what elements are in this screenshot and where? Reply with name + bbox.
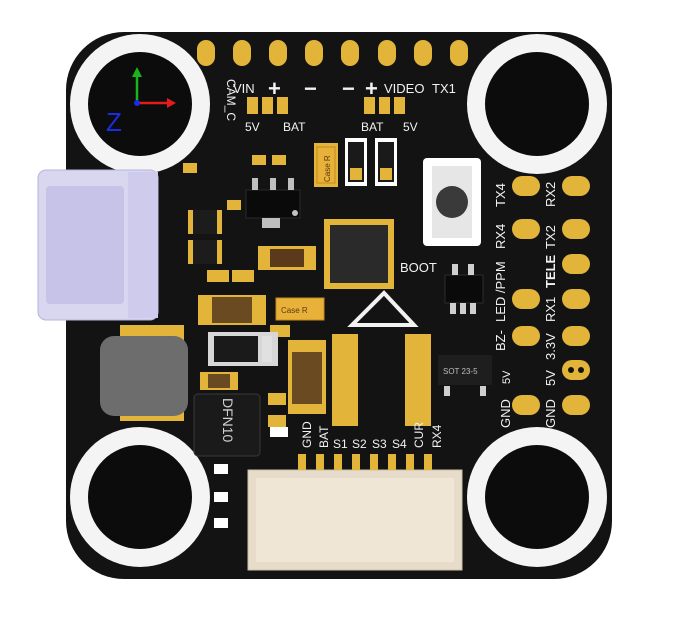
silk-5v-side: 5V xyxy=(543,370,558,386)
silk-s4: S4 xyxy=(392,437,407,451)
bridge-pads xyxy=(247,97,405,114)
silk-tx1: TX1 xyxy=(432,81,456,96)
capacitor-large xyxy=(288,340,326,414)
silk-cam-c: CAM_C xyxy=(224,79,238,121)
dfn10-chip xyxy=(193,393,261,457)
silk-s1: S1 xyxy=(333,437,348,451)
tantalum-capacitor-top xyxy=(314,143,338,187)
tantalum-capacitor-mid xyxy=(275,297,325,321)
silk-bat-left: BAT xyxy=(283,120,306,134)
silk-rx4-top: RX4 xyxy=(493,224,508,249)
silk-boot: BOOT xyxy=(400,260,437,275)
silk-s2: S2 xyxy=(352,437,367,451)
orientation-arrow-icon xyxy=(347,290,419,327)
silk-vin: VIN xyxy=(233,81,255,96)
usb-connector xyxy=(37,169,159,321)
silk-gnd-mid: GND xyxy=(498,399,513,428)
power-resistor xyxy=(198,295,266,325)
silk-cur: CUR xyxy=(412,422,426,448)
silk-bat-bottom: BAT xyxy=(317,425,331,448)
silk-s3: S3 xyxy=(372,437,387,451)
silk-plus-left: + xyxy=(268,76,281,101)
silk-gnd-side: GND xyxy=(543,399,558,428)
silk-minus-right: − xyxy=(342,76,355,101)
silk-sot: SOT 23-5 xyxy=(443,367,478,376)
power-inductor xyxy=(100,325,188,421)
silk-tele: TELE xyxy=(543,254,558,288)
regulator-top xyxy=(245,178,301,228)
sot23-component xyxy=(438,355,492,396)
silk-rx1: RX1 xyxy=(543,297,558,322)
silk-bz-minus: BZ- xyxy=(493,330,508,351)
top-pads xyxy=(197,40,468,66)
esc-pad-right xyxy=(405,334,431,426)
silk-5v-right: 5V xyxy=(403,120,418,134)
silk-5v-left: 5V xyxy=(245,120,260,134)
mount-hole-top-right xyxy=(467,34,607,174)
silk-plus-right: + xyxy=(365,76,378,101)
silk-led-ppm: LED /PPM xyxy=(493,261,508,322)
silk-rx2: RX2 xyxy=(543,182,558,207)
silk-gnd-bottom: GND xyxy=(300,421,314,448)
silk-3v3: 3.3V xyxy=(543,333,558,360)
silk-video: VIDEO xyxy=(384,81,424,96)
connector-pins xyxy=(298,454,432,470)
silk-minus-left: − xyxy=(304,76,317,101)
mount-hole-bottom-right xyxy=(467,427,607,567)
silk-case-r-mid: Case R xyxy=(281,306,308,315)
status-leds xyxy=(345,138,397,186)
silk-dfn10: DFN10 xyxy=(220,398,236,443)
silk-5v-mid: 5V xyxy=(501,370,513,384)
bottom-connector xyxy=(247,469,463,571)
axis-z-label: Z xyxy=(106,107,122,137)
small-passives xyxy=(183,155,316,528)
right-pads xyxy=(512,176,590,415)
axis-gizmo-icon xyxy=(132,67,176,108)
diodes-left xyxy=(188,210,222,264)
esc-pad-left xyxy=(332,334,358,426)
silk-tx2: TX2 xyxy=(543,225,558,249)
boot-button xyxy=(423,158,481,246)
silk-tx4: TX4 xyxy=(493,183,508,207)
mount-hole-bottom-left xyxy=(70,427,210,567)
mcu-chip xyxy=(324,219,394,289)
silk-bat-right: BAT xyxy=(361,120,384,134)
silk-case-r-top: Case R xyxy=(323,155,332,182)
small-ic-ppm xyxy=(444,264,484,314)
diode-mid xyxy=(208,332,278,366)
silk-rx4-bottom: RX4 xyxy=(430,424,444,448)
